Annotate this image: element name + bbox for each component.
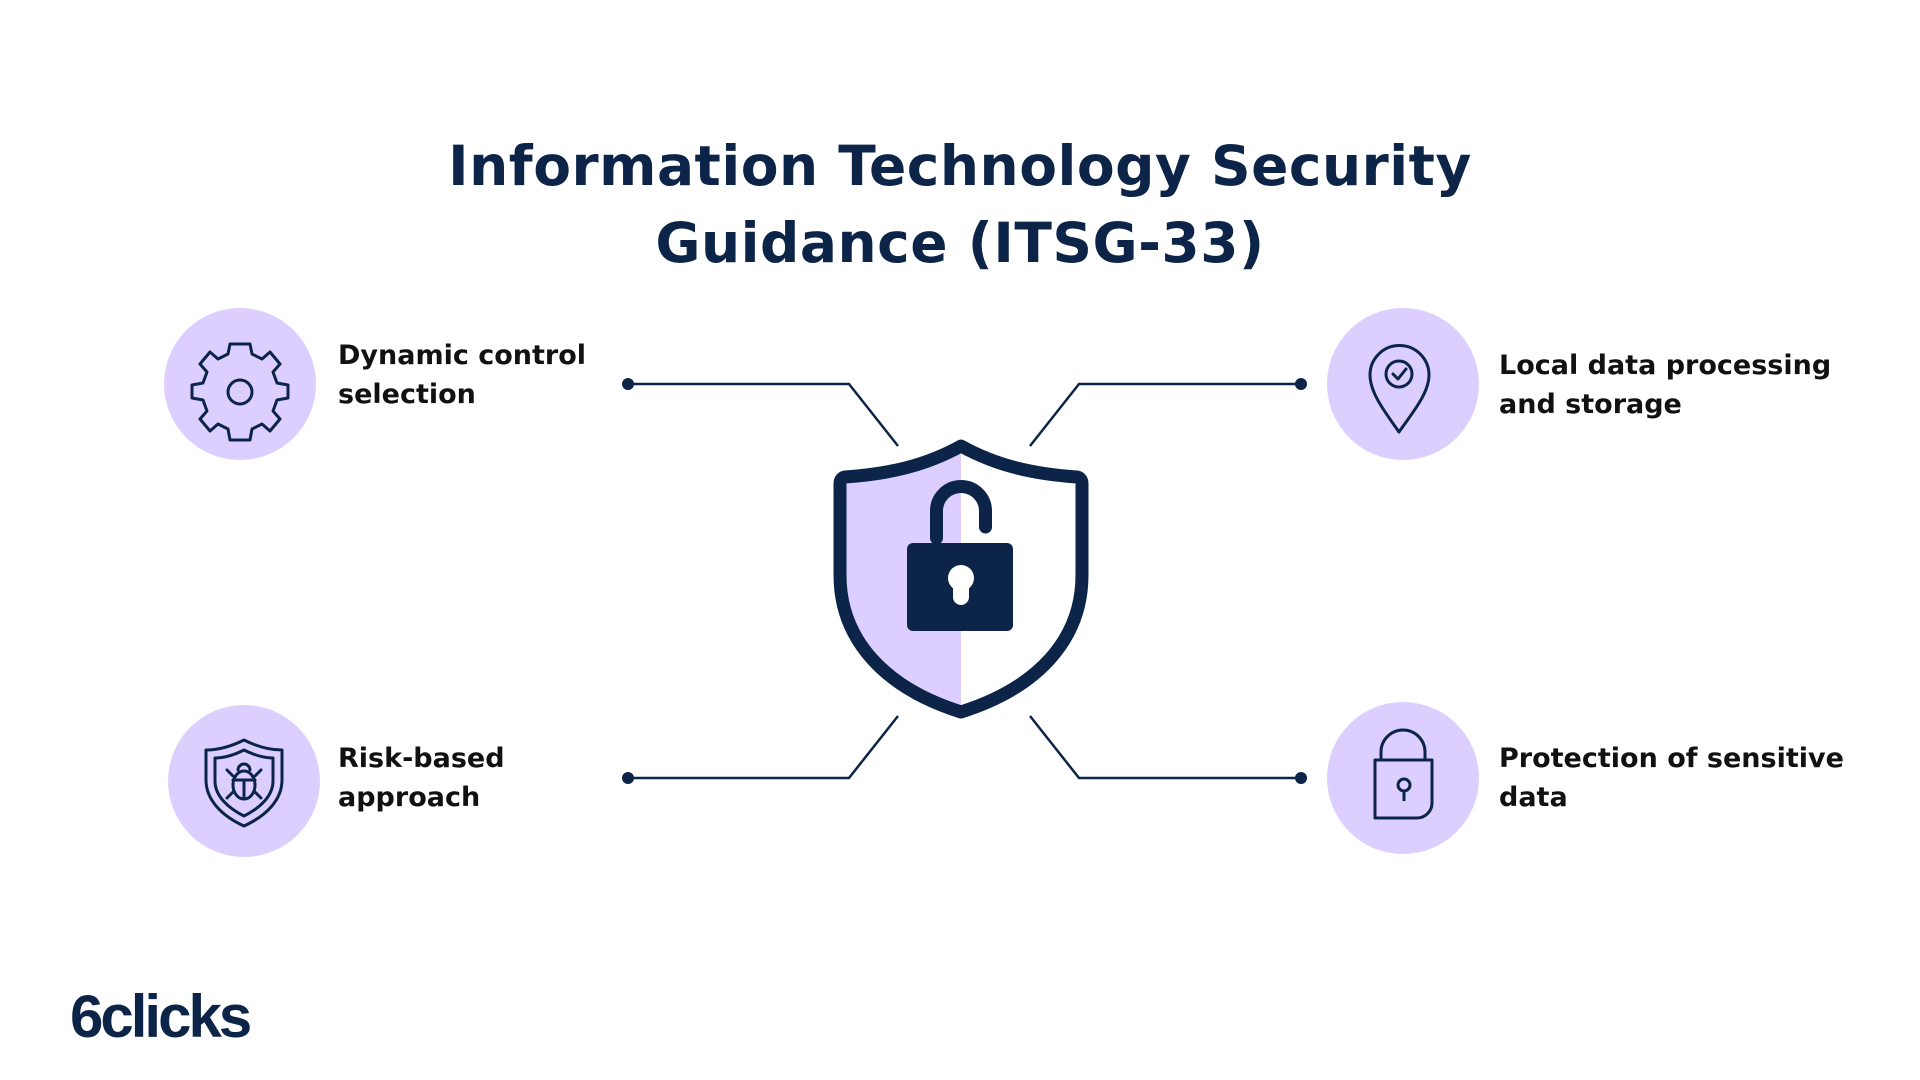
title-line-2: Guidance (ITSG-33)	[655, 211, 1265, 275]
feature-label-line: Protection of sensitive	[1499, 743, 1844, 774]
padlock-icon	[1373, 728, 1434, 820]
feature-label-line: Risk-based	[338, 743, 505, 774]
connector-dot	[1295, 772, 1307, 784]
feature-label-line: Local data processing	[1499, 350, 1832, 381]
connector-bottom-right	[1029, 715, 1301, 780]
connector-dot	[622, 378, 634, 390]
title-line-1: Information Technology Security	[448, 134, 1472, 198]
gear-icon	[190, 342, 290, 442]
connector-top-right	[1029, 382, 1301, 447]
feature-label-line: approach	[338, 782, 481, 813]
page-title: Information Technology Security Guidance…	[0, 128, 1920, 282]
feature-label-line: Dynamic control	[338, 340, 587, 371]
location-check-icon	[1368, 344, 1431, 434]
shield-bug-icon	[204, 738, 284, 828]
icon-circle-local-data	[1327, 308, 1479, 460]
feature-protection: Protection of sensitive data	[1499, 739, 1844, 817]
feature-dynamic-control: Dynamic control selection	[338, 336, 586, 414]
icon-circle-dynamic-control	[164, 308, 316, 460]
feature-label-line: and storage	[1499, 389, 1682, 420]
connector-dot	[622, 772, 634, 784]
logo-6clicks: 6clicks	[70, 983, 252, 1050]
feature-risk-based: Risk-based approach	[338, 739, 505, 817]
connector-top-left	[628, 382, 899, 447]
connector-dot	[1295, 378, 1307, 390]
shield-padlock-icon	[833, 439, 1089, 719]
feature-label-line: data	[1499, 782, 1568, 813]
connector-bottom-left	[628, 715, 899, 780]
feature-local-data: Local data processing and storage	[1499, 346, 1831, 424]
feature-label-line: selection	[338, 379, 476, 410]
